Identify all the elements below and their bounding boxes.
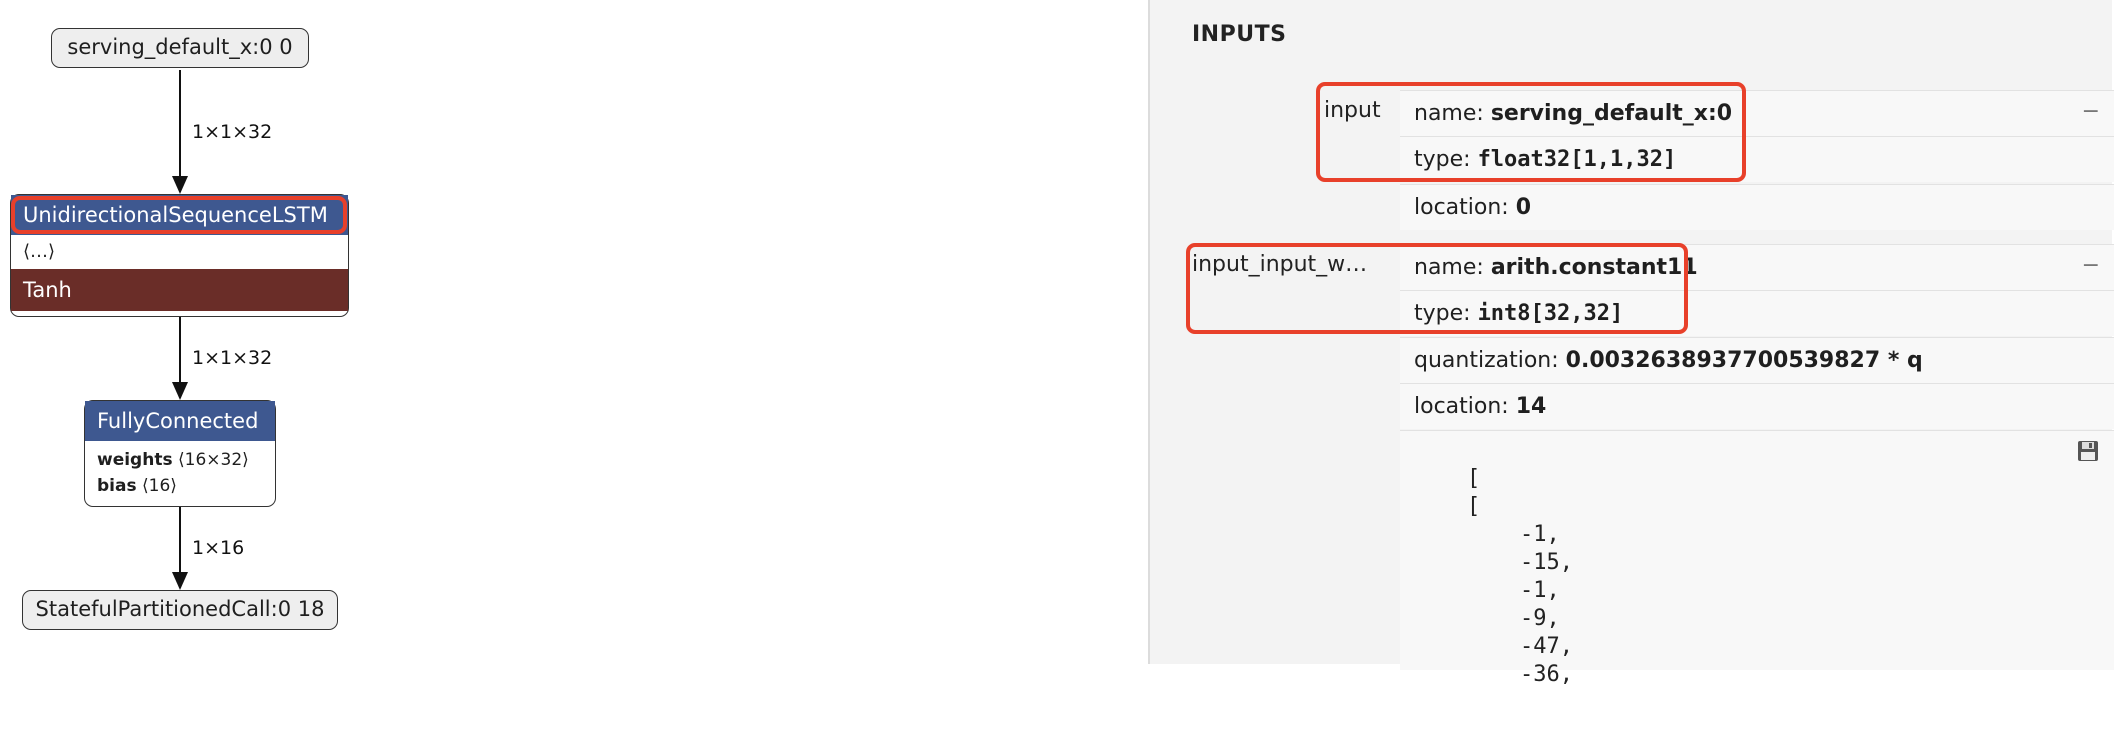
weights-quantization-field: quantization: 0.0032638937700539827 * q [1400, 337, 2114, 383]
fc-node-params: weights ⟨16×32⟩ bias ⟨16⟩ [85, 441, 275, 505]
properties-panel[interactable]: INPUTS input name: serving_default_x:0 −… [1148, 0, 2114, 687]
save-icon[interactable] [2076, 439, 2100, 463]
input-type-field: type: float32[1,1,32] [1400, 136, 2114, 182]
input-collapse-button[interactable]: − [2081, 99, 2100, 124]
fc-weights-name: weights [97, 450, 173, 470]
inputs-section-title: INPUTS [1192, 22, 1287, 47]
weights-name-value: arith.constant11 [1490, 255, 1698, 280]
graph-canvas[interactable]: serving_default_x:0 0 1×1×32 Unidirectio… [0, 0, 1148, 664]
lstm-node-title: UnidirectionalSequenceLSTM [11, 195, 348, 235]
weights-location-key: location: [1414, 394, 1509, 419]
fc-bias-name: bias [97, 476, 137, 496]
weights-type-field: type: int8[32,32] [1400, 290, 2114, 336]
weights-quant-key: quantization: [1414, 348, 1559, 373]
fc-bias-shape: ⟨16⟩ [142, 476, 177, 496]
weights-type-key: type: [1414, 301, 1471, 326]
output-node[interactable]: StatefulPartitionedCall:0 18 [22, 590, 338, 630]
weights-quant-value: 0.0032638937700539827 * q [1565, 348, 1923, 373]
input-location-field: location: 0 [1400, 184, 2114, 230]
input-node[interactable]: serving_default_x:0 0 [51, 28, 309, 68]
input-type-value: float32[1,1,32] [1477, 147, 1677, 172]
fc-weights-shape: ⟨16×32⟩ [178, 450, 249, 470]
lstm-node-activation: Tanh [11, 269, 348, 311]
edge-label-fc: 1×16 [192, 537, 245, 559]
weights-arg-label: input_input_w… [1192, 252, 1368, 277]
lstm-node[interactable]: UnidirectionalSequenceLSTM ⟨…⟩ Tanh [10, 194, 349, 317]
edge-label-lstm: 1×1×32 [192, 347, 273, 369]
tensor-values: [ [ -1, -15, -1, -9, -47, -36, [1400, 430, 2114, 687]
graph-edges [172, 70, 188, 590]
input-arg-label: input [1324, 98, 1381, 123]
input-name-field: name: serving_default_x:0 − [1400, 90, 2114, 136]
weights-location-field: location: 14 [1400, 383, 2114, 429]
input-location-key: location: [1414, 195, 1509, 220]
weights-name-field: name: arith.constant11 − [1400, 244, 2114, 290]
input-name-key: name: [1414, 101, 1484, 126]
fully-connected-node[interactable]: FullyConnected weights ⟨16×32⟩ bias ⟨16⟩ [84, 400, 276, 507]
weights-name-key: name: [1414, 255, 1484, 280]
weights-collapse-button[interactable]: − [2081, 253, 2100, 278]
input-type-key: type: [1414, 147, 1471, 172]
weights-location-value: 14 [1515, 394, 1547, 419]
weights-type-value: int8[32,32] [1477, 301, 1624, 326]
input-location-value: 0 [1515, 195, 1532, 220]
fc-node-title: FullyConnected [85, 401, 275, 441]
edge-label-input: 1×1×32 [192, 121, 273, 143]
input-name-value: serving_default_x:0 [1490, 101, 1733, 126]
lstm-node-attrs[interactable]: ⟨…⟩ [23, 241, 56, 262]
tensor-values-text: [ [ -1, -15, -1, -9, -47, -36, [1466, 466, 1573, 687]
